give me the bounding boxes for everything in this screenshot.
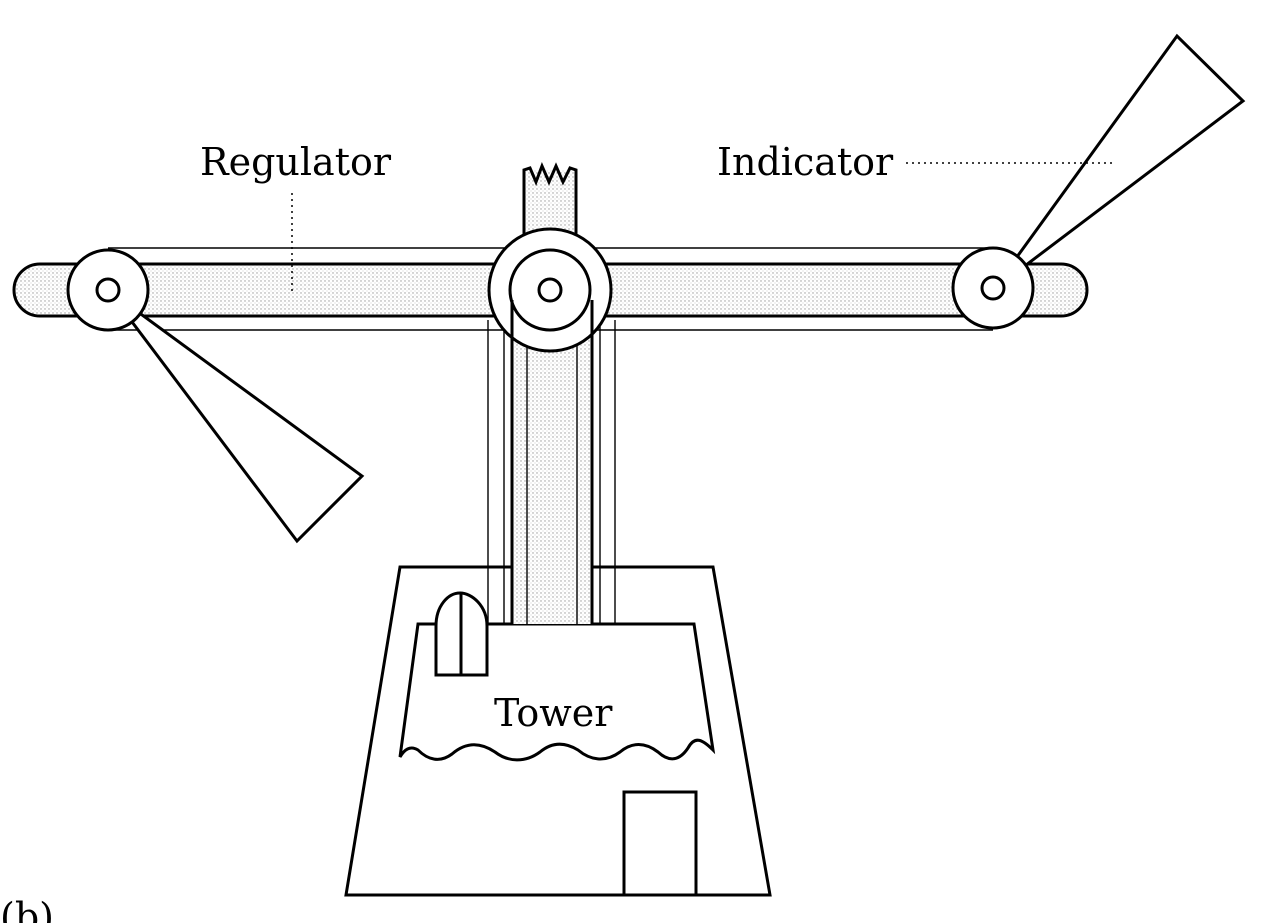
left-pulley [66,248,150,332]
panel-tag: (b) [0,895,54,923]
right-pulley [951,246,1035,330]
right-indicator-arm [991,33,1246,292]
central-pivot [487,227,613,353]
indicator-label: Indicator [717,140,894,184]
left-indicator-arm [106,288,365,544]
regulator-label: Regulator [200,140,392,184]
door [622,790,698,897]
tower-building [344,565,772,897]
tower-label: Tower [494,691,613,735]
